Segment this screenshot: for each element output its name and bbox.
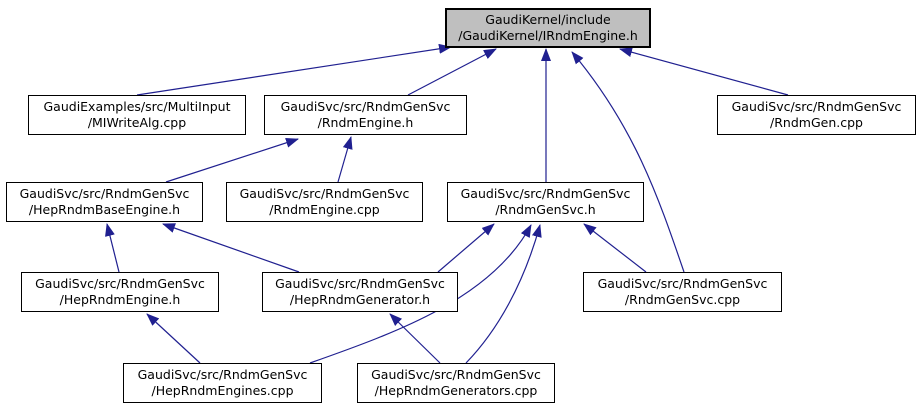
node-label-line2: /RndmEngine.cpp xyxy=(269,202,380,217)
node-label-line1: GaudiSvc/src/RndmGenSvc xyxy=(597,276,768,291)
edge-heprndmgenerator-h-to-rndmgensvc-h xyxy=(437,223,495,273)
graph-node-rndmgensvc-cpp[interactable]: GaudiSvc/src/RndmGenSvc/RndmGenSvc.cpp xyxy=(583,272,782,312)
node-label-line2: /GaudiKernel/IRndmEngine.h xyxy=(458,28,638,43)
graph-node-rndmgen-cpp[interactable]: GaudiSvc/src/RndmGenSvc/RndmGen.cpp xyxy=(717,95,916,135)
edge-rndmengine-h-to-irndmengine-h xyxy=(407,48,497,96)
graph-node-heprndmgenerators-cpp[interactable]: GaudiSvc/src/RndmGenSvc/HepRndmGenerator… xyxy=(357,363,555,403)
node-label-line1: GaudiSvc/src/RndmGenSvc xyxy=(19,186,190,201)
node-label-line1: GaudiExamples/src/MultiInput xyxy=(43,99,231,114)
edge-heprndmgenerators-cpp-to-heprndmgenerator-h xyxy=(389,313,441,364)
node-label-line1: GaudiSvc/src/RndmGenSvc xyxy=(371,367,541,382)
node-label-line1: GaudiSvc/src/RndmGenSvc xyxy=(460,186,631,201)
node-label-line2: /HepRndmGenerator.h xyxy=(289,292,431,307)
edge-miwritealg-cpp-to-irndmengine-h xyxy=(136,43,452,96)
graph-node-heprndmbaseengine-h[interactable]: GaudiSvc/src/RndmGenSvc/HepRndmBaseEngin… xyxy=(6,182,203,222)
node-label-line1: GaudiSvc/src/RndmGenSvc xyxy=(239,186,410,201)
node-label-line1: GaudiSvc/src/RndmGenSvc xyxy=(137,367,308,382)
edge-rndmgensvc-cpp-to-irndmengine-h xyxy=(571,51,685,273)
node-label-line1: GaudiSvc/src/RndmGenSvc xyxy=(731,99,902,114)
node-label-line2: /HepRndmGenerators.cpp xyxy=(374,383,538,398)
edge-heprndmengines-cpp-to-heprndmengine-h xyxy=(146,313,201,364)
edge-rndmgen-cpp-to-irndmengine-h xyxy=(619,47,789,96)
node-label-line1: GaudiKernel/include xyxy=(485,12,611,27)
graph-node-heprndmgenerator-h[interactable]: GaudiSvc/src/RndmGenSvc/HepRndmGenerator… xyxy=(262,272,458,312)
node-label-line2: /RndmGenSvc.cpp xyxy=(624,292,741,307)
graph-node-heprndmengines-cpp[interactable]: GaudiSvc/src/RndmGenSvc/HepRndmEngines.c… xyxy=(123,363,322,403)
graph-node-miwritealg-cpp[interactable]: GaudiExamples/src/MultiInput/MIWriteAlg.… xyxy=(28,95,246,135)
edge-heprndmengine-h-to-heprndmbaseengine-h xyxy=(105,223,120,273)
edge-rndmengine-cpp-to-rndmengine-h xyxy=(337,136,353,183)
graph-node-irndmengine-h: GaudiKernel/include/GaudiKernel/IRndmEng… xyxy=(445,8,651,48)
graph-node-rndmgensvc-h[interactable]: GaudiSvc/src/RndmGenSvc/RndmGenSvc.h xyxy=(447,182,644,222)
edge-heprndmgenerators-cpp-to-rndmgensvc-h xyxy=(465,224,542,364)
node-label-line2: /RndmGen.cpp xyxy=(770,115,863,130)
node-label-line2: /RndmEngine.h xyxy=(317,115,414,130)
graph-node-rndmengine-h[interactable]: GaudiSvc/src/RndmGenSvc/RndmEngine.h xyxy=(264,95,467,135)
node-label-line2: /HepRndmEngines.cpp xyxy=(151,383,294,398)
node-label-line1: GaudiSvc/src/RndmGenSvc xyxy=(280,99,451,114)
node-label-line2: /RndmGenSvc.h xyxy=(495,202,596,217)
node-label-line1: GaudiSvc/src/RndmGenSvc xyxy=(275,276,445,291)
node-label-line2: /MIWriteAlg.cpp xyxy=(87,115,187,130)
graph-node-heprndmengine-h[interactable]: GaudiSvc/src/RndmGenSvc/HepRndmEngine.h xyxy=(21,272,219,312)
node-label-line2: /HepRndmEngine.h xyxy=(59,292,181,307)
node-label-line1: GaudiSvc/src/RndmGenSvc xyxy=(35,276,205,291)
edge-heprndmgenerator-h-to-heprndmbaseengine-h xyxy=(162,223,300,273)
edge-rndmgensvc-cpp-to-rndmgensvc-h xyxy=(583,223,647,273)
edge-heprndmbaseengine-h-to-rndmengine-h xyxy=(165,137,299,183)
graph-node-rndmengine-cpp[interactable]: GaudiSvc/src/RndmGenSvc/RndmEngine.cpp xyxy=(226,182,423,222)
node-label-line2: /HepRndmBaseEngine.h xyxy=(28,202,181,217)
